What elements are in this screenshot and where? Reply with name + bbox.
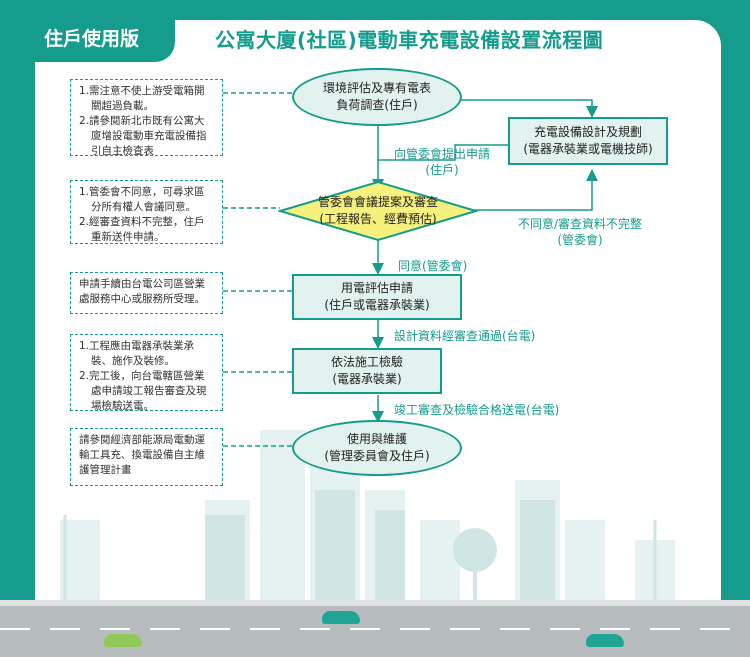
node-text: 負荷調查(住戶) (336, 98, 418, 112)
sidewalk (0, 600, 750, 606)
node-text: 依法施工檢驗 (330, 355, 403, 369)
node-construct: 依法施工檢驗 (電器承裝業) (292, 348, 442, 394)
page-title: 公寓大廈(社區)電動車充電設備設置流程圖 (215, 28, 604, 52)
version-tab-label: 住戶使用版 (44, 28, 140, 50)
edge-label-reject: 不同意/審查資料不完整 (管委會) (505, 216, 655, 248)
node-assessment: 環境評估及專有電表負荷調查(住戶) (292, 68, 462, 126)
lane-marking (0, 628, 750, 630)
edge-text: (管委會) (557, 233, 603, 247)
car-icon (104, 634, 142, 647)
note-application: 申請手續由台電公司區營業處服務中心或服務所受理。 (70, 272, 223, 314)
node-text: 充電設備設計及規劃 (533, 125, 642, 139)
note-construction: 1.工程應由電器承裝業承裝、施作及裝修。 2.完工後，向台電轄區營業處申請竣工報告… (70, 334, 223, 412)
version-tab (0, 0, 175, 62)
node-text: (住戶或電器承裝業) (324, 298, 430, 312)
edge-label-design-pass: 設計資料經審查通過(台電) (394, 329, 536, 343)
node-maintain: 使用與維護 (管理委員會及住戶) (292, 420, 462, 476)
node-text: 使用與維護 (346, 432, 407, 446)
node-text: 管委會會議提案及審查 (317, 195, 438, 209)
node-text: (工程報告、經費預估) (319, 212, 437, 226)
node-review: 管委會會議提案及審查 (工程報告、經費預估) (300, 192, 456, 230)
edge-text: 不同意/審查資料不完整 (517, 217, 643, 231)
node-apply: 用電評估申請 (住戶或電器承裝業) (292, 274, 462, 320)
node-review-diamond (278, 180, 478, 242)
city-skyline-illustration (60, 430, 675, 600)
edge-label-complete: 竣工審查及檢驗合格送電(台電) (394, 403, 560, 417)
flow-connectors (223, 92, 598, 447)
note-line: 1.管委會不同意，可尋求區分所有權人會議同意。 (79, 186, 205, 213)
node-text: (管理委員會及住戶) (324, 449, 430, 463)
node-text: (電器承裝業) (332, 372, 402, 386)
note-committee: 1.管委會不同意，可尋求區分所有權人會議同意。 2.經審查資料不完整，住戶重新送件… (70, 180, 223, 244)
note-line: 請參閱經濟部能源局電動運輸工具充、換電設備自主維護管理計畫 (79, 434, 205, 476)
note-line: 2.經審查資料不完整，住戶重新送件申請。 (79, 216, 205, 243)
note-line: 1.需注意不使上游受電箱開關超過負載。 (79, 85, 205, 112)
edge-label-to-committee: 向管委會提出申請 (住戶) (382, 146, 502, 178)
note-maintenance: 請參閱經濟部能源局電動運輸工具充、換電設備自主維護管理計畫 (70, 428, 223, 486)
note-line: 2.請參閱新北市既有公寓大廈增設電動車充電設備指引自主檢查表 (79, 115, 207, 157)
node-text: 環境評估及專有電表 (322, 81, 431, 95)
car-icon (322, 611, 360, 624)
car-icon (586, 634, 624, 647)
node-text: (電器承裝業或電機技師) (523, 142, 653, 156)
edge-label-agree: 同意(管委會) (398, 259, 468, 273)
edge-text: 向管委會提出申請 (393, 147, 490, 161)
node-design: 充電設備設計及規劃 (電器承裝業或電機技師) (508, 117, 668, 165)
note-line: 申請手續由台電公司區營業處服務中心或服務所受理。 (79, 278, 205, 305)
note-line: 1.工程應由電器承裝業承裝、施作及裝修。 (79, 340, 195, 367)
note-assessment: 1.需注意不使上游受電箱開關超過負載。 2.請參閱新北市既有公寓大廈增設電動車充電… (70, 79, 223, 157)
note-line: 2.完工後，向台電轄區營業處申請竣工報告審查及現場檢驗送電。 (79, 370, 207, 412)
edge-text: (住戶) (425, 163, 459, 177)
node-text: 用電評估申請 (340, 281, 413, 295)
